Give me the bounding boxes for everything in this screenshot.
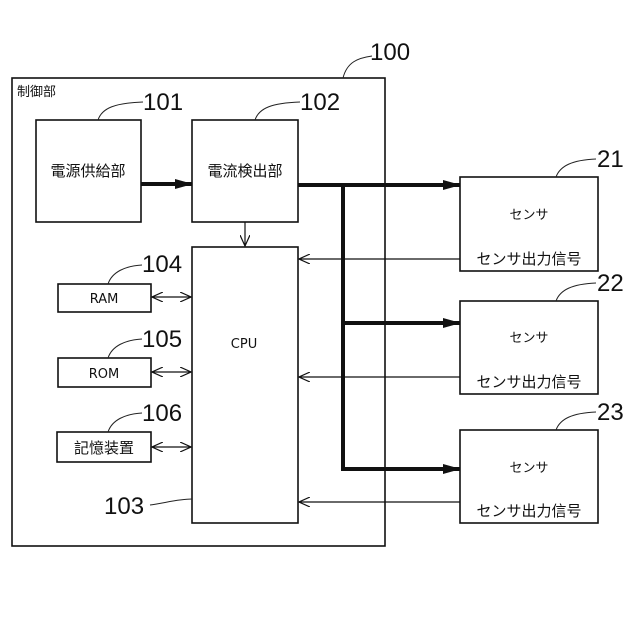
current-detector-label: 電流検出部 xyxy=(207,162,282,180)
cpu-ref: 103 xyxy=(104,493,144,520)
sensor-23-output-label: センサ出力信号 xyxy=(476,502,581,520)
sensor-22-output-label: センサ出力信号 xyxy=(476,373,581,391)
sensor-22-ref: 22 xyxy=(597,270,624,297)
power-supply-ref: 101 xyxy=(143,89,183,116)
storage-label: 記憶装置 xyxy=(74,439,134,457)
current-detector-ref: 102 xyxy=(300,89,340,116)
sensor-23-label: センサ xyxy=(509,461,548,476)
cpu-label: CPU xyxy=(231,337,257,352)
control-unit-leader xyxy=(343,56,372,78)
sensor-23-ref: 23 xyxy=(597,399,624,426)
power-supply-label: 電源供給部 xyxy=(50,162,125,180)
sensor-22-label: センサ xyxy=(509,331,548,346)
control-unit-ref: 100 xyxy=(370,39,410,66)
sensor-21-leader xyxy=(556,159,596,177)
sensor-21-ref: 21 xyxy=(597,146,624,173)
sensor-22-leader xyxy=(556,283,596,301)
sensor-23-block: センサ センサ出力信号 23 xyxy=(460,399,624,523)
sensor-23-leader xyxy=(556,412,596,430)
rom-label: ROM xyxy=(89,367,119,382)
cpu-box xyxy=(192,247,298,523)
sensor-21-label: センサ xyxy=(509,208,548,223)
control-unit-label: 制御部 xyxy=(17,85,56,100)
sensor-22-block: センサ センサ出力信号 22 xyxy=(460,270,624,394)
ram-ref: 104 xyxy=(142,251,182,278)
sensor-21-block: センサ センサ出力信号 21 xyxy=(460,146,624,271)
rom-ref: 105 xyxy=(142,326,182,353)
storage-ref: 106 xyxy=(142,400,182,427)
ram-label: RAM xyxy=(90,292,119,307)
sensor-21-output-label: センサ出力信号 xyxy=(476,250,581,268)
